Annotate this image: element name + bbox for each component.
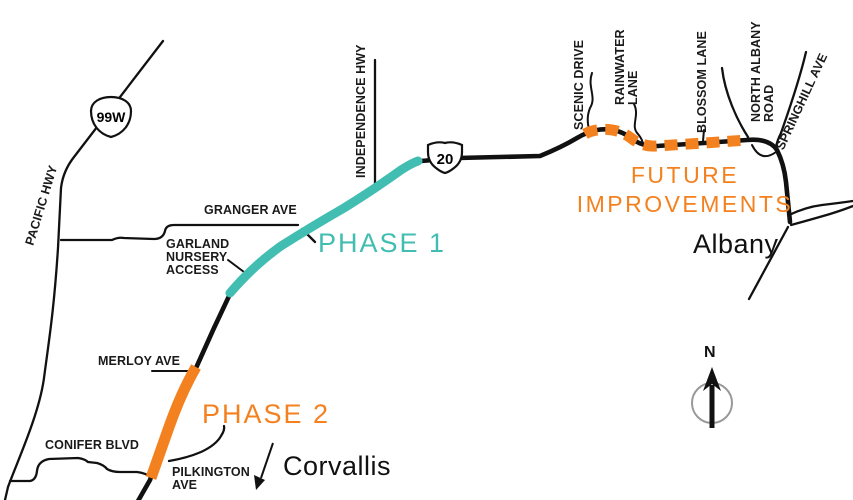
label-merloy-ave: MERLOY AVE (98, 354, 181, 368)
scenic-drive-leader (586, 72, 594, 130)
label-north-albany-road: NORTH ALBANY ROAD (749, 21, 776, 122)
or-99w-shield: 99W (89, 95, 133, 139)
city-label-albany: Albany (693, 229, 779, 259)
conifer-blvd-road (8, 456, 154, 483)
label-blossom-lane: BLOSSOM LANE (695, 31, 709, 133)
phase1-label: PHASE 1 (318, 228, 447, 258)
corvallis-arrow-icon (254, 442, 274, 490)
blossom-lane-leader (702, 129, 705, 142)
label-pilkington-ave: PILKINGTON AVE (172, 465, 250, 492)
us-20-shield: 20 (426, 141, 464, 175)
future-improvements-label: FUTURE IMPROVEMENTS (576, 162, 794, 217)
label-garland-nursery-access: GARLAND NURSERY ACCESS (166, 237, 230, 277)
future-improvements-segment (582, 123, 749, 152)
label-conifer-blvd: CONIFER BLVD (45, 438, 140, 452)
compass-north-label: N (704, 344, 716, 361)
springhill-ave-road (774, 50, 808, 149)
label-rainwater-lane: RAINWATER LANE (613, 29, 640, 105)
label-scenic-drive: SCENIC DRIVE (572, 39, 586, 130)
pilkington-ave-road (167, 424, 226, 463)
phase1-segment (225, 156, 423, 298)
albany-diagonal-road (747, 225, 790, 301)
north-albany-road-north (720, 66, 750, 139)
interchange-ramp (751, 144, 777, 158)
or-99w-shield-number: 99W (97, 109, 127, 125)
city-label-corvallis: Corvallis (283, 451, 392, 481)
phase2-segment (145, 364, 201, 480)
pacific-hwy-road (3, 39, 165, 500)
albany-side-road-1 (787, 199, 853, 217)
phase2-label: PHASE 2 (202, 399, 331, 429)
label-granger-ave: GRANGER AVE (204, 203, 297, 217)
granger-ave-road (59, 223, 300, 242)
albany-side-road-2 (789, 204, 853, 227)
us-20-shield-number: 20 (437, 151, 454, 168)
compass-rose (691, 367, 733, 428)
compass-arrow-icon (703, 367, 721, 391)
label-independence-hwy: INDEPENDENCE HWY (354, 44, 368, 178)
